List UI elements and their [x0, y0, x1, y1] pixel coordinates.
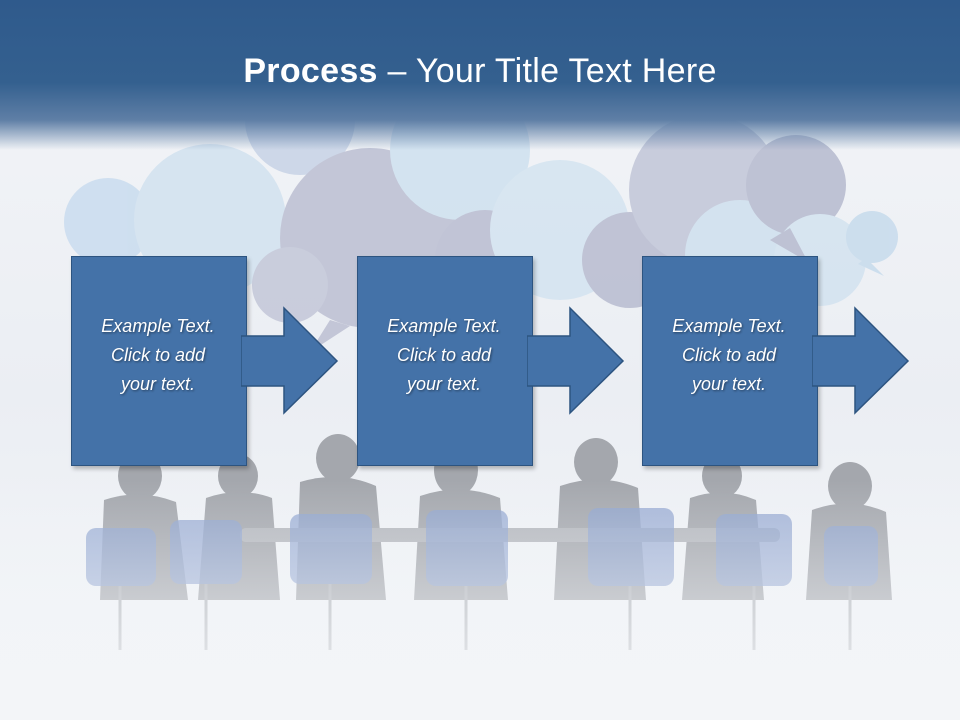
slide-title-bold: Process [243, 52, 378, 90]
slide-title-rest: – Your Title Text Here [377, 52, 717, 90]
process-step-1[interactable]: Example Text. Click to add your text. [71, 256, 339, 466]
step-text-line-2: Click to add [681, 345, 777, 365]
step-text[interactable]: Example Text. Click to add your text. [71, 312, 245, 399]
step-text-line-3: your text. [406, 374, 482, 394]
step-text-line-1: Example Text. [387, 316, 501, 336]
arrow-right-icon [241, 306, 339, 415]
step-box[interactable] [357, 256, 533, 466]
step-text-line-2: Click to add [110, 345, 206, 365]
title-banner [0, 0, 960, 150]
step-text-line-1: Example Text. [101, 316, 215, 336]
arrow-right-icon [812, 306, 910, 415]
step-box[interactable] [642, 256, 818, 466]
process-step-2[interactable]: Example Text. Click to add your text. [357, 256, 625, 466]
slide-title[interactable]: Process – Your Title Text Here [0, 52, 960, 91]
step-text-line-1: Example Text. [672, 316, 786, 336]
step-box[interactable] [71, 256, 247, 466]
step-text[interactable]: Example Text. Click to add your text. [642, 312, 816, 399]
step-text-line-3: your text. [120, 374, 196, 394]
process-step-3[interactable]: Example Text. Click to add your text. [642, 256, 910, 466]
step-text-line-3: your text. [691, 374, 767, 394]
arrow-right-icon [527, 306, 625, 415]
step-text[interactable]: Example Text. Click to add your text. [357, 312, 531, 399]
step-text-line-2: Click to add [396, 345, 492, 365]
